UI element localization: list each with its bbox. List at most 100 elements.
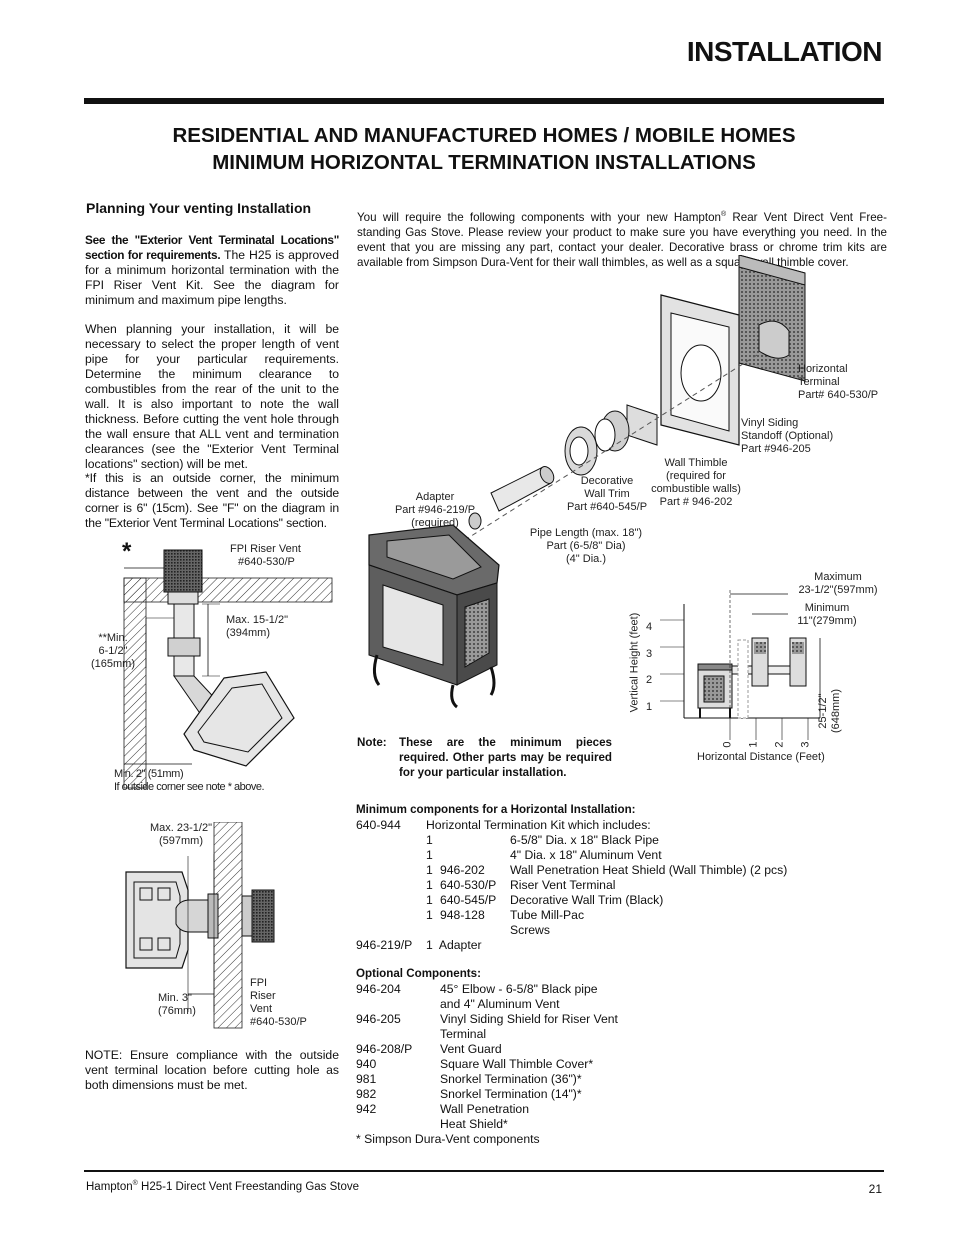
diagram-riser-vent-side	[125, 822, 275, 1029]
optional-item-part	[356, 1027, 440, 1042]
horiz-l1: Horizontal	[798, 363, 848, 375]
kit-item-qty: 1	[426, 878, 433, 892]
kit-item-qty: 1	[426, 908, 433, 922]
optional-heading: Optional Components:	[356, 967, 481, 980]
graph-ytick-3: 3	[646, 647, 653, 660]
diagram1-riser-l1: FPI Riser Vent	[230, 543, 301, 555]
note-label: Note:	[357, 736, 387, 749]
adapter-l2: Part #946-219/P	[394, 504, 476, 516]
optional-item-part: 940	[356, 1057, 377, 1071]
kit-item-desc: Decorative Wall Trim (Black)	[510, 893, 664, 907]
graph-max-l2: 23-1/2"(597mm)	[798, 584, 878, 596]
diagram1-outside-label: If outside corner see note * above.	[114, 781, 265, 793]
kit-item-part: 946-202	[440, 863, 485, 877]
diagram2-fpi-label: FPI Riser Vent #640-530/P	[250, 977, 307, 1029]
graph-xtick-2: 2	[773, 741, 786, 748]
graph-ytick-4: 4	[646, 621, 653, 633]
diagram2-fpi-l4: #640-530/P	[250, 1016, 307, 1028]
pipe-l3: (4" Dia.)	[566, 553, 606, 565]
intro-part-b: Rear Vent Direct Vent Free-standing Gas …	[357, 210, 887, 269]
diagram1-min2-label: Min. 2" (51mm)	[114, 768, 184, 780]
graph-min-l1: Minimum	[804, 602, 850, 614]
kit-item-desc: Wall Penetration Heat Shield (Wall Thimb…	[510, 863, 788, 877]
optional-item-row: Heat Shield*	[356, 1117, 700, 1132]
left-p1-bold: See the "Exterior Vent Terminatal Locati…	[85, 233, 339, 262]
optional-item-part: 946-208/P	[356, 1042, 413, 1056]
optional-item-desc: 45° Elbow - 6-5/8" Black pipe	[440, 982, 598, 996]
kit-item-qty	[426, 923, 440, 938]
diagram1-min-l1: **Min.	[98, 632, 128, 644]
exploded-vent-illustration	[368, 255, 806, 709]
thimble-l4: Part # 946-202	[659, 496, 733, 508]
diagram2-min-l1: Min. 3"	[158, 992, 192, 1004]
optional-item-row: and 4" Aluminum Vent	[356, 997, 700, 1012]
thimble-l1: Wall Thimble	[664, 457, 728, 469]
kit-item-desc: 6-5/8" Dia. x 18" Black Pipe	[510, 833, 659, 847]
diagram2-max-label: Max. 23-1/2" (597mm)	[142, 822, 220, 848]
kit-item-part	[440, 848, 510, 863]
adapter-l1: Adapter	[415, 491, 455, 503]
adapter-desc: 1 Adapter	[426, 938, 482, 952]
diagram1-riser-label: FPI Riser Vent #640-530/P	[230, 543, 301, 569]
graph-xtick-0: 0	[721, 741, 734, 748]
graph-y-label: Vertical Height (feet)	[628, 612, 641, 713]
adapter-part: 946-219/P	[356, 938, 413, 952]
diagram2-min-label: Min. 3" (76mm)	[158, 992, 196, 1018]
page-header-title: INSTALLATION	[686, 36, 883, 67]
intro-part-a: You will require the following component…	[357, 210, 721, 224]
optional-item-desc: Snorkel Termination (36")*	[440, 1072, 582, 1086]
horiz-l2: Terminal	[798, 376, 840, 388]
optional-item-desc: and 4" Aluminum Vent	[440, 997, 560, 1011]
kit-item-part: 948-128	[440, 908, 485, 922]
optional-item-row: Terminal	[356, 1027, 700, 1042]
optional-item-part	[356, 997, 440, 1012]
left-paragraph-3: *If this is an outside corner, the minim…	[85, 471, 339, 530]
pipe-l2: Part (6-5/8" Dia)	[546, 540, 626, 552]
vinyl-l1: Vinyl Siding	[741, 417, 799, 429]
left-paragraph-1: See the "Exterior Vent Terminatal Locati…	[85, 233, 339, 308]
graph-min-l2: 11"(279mm)	[797, 615, 857, 627]
optional-item-desc: Square Wall Thimble Cover*	[440, 1057, 594, 1071]
label-wall-thimble: Wall Thimble (required for combustible w…	[644, 457, 748, 509]
graph-max-l1: Maximum	[814, 571, 862, 583]
diagram1-min-l2: 6-1/2"	[98, 645, 128, 657]
footer-product-a: Hampton	[86, 1180, 133, 1193]
kit-item-part	[440, 833, 510, 848]
pipe-l1: Pipe Length (max. 18")	[529, 527, 643, 539]
diagram1-min-label: **Min. 6-1/2" (165mm)	[88, 632, 138, 671]
optional-item-part: 942	[356, 1102, 377, 1116]
header-rule	[84, 98, 884, 104]
optional-item-desc: Wall Penetration	[440, 1102, 529, 1116]
kit-item-part: 640-545/P	[440, 893, 497, 907]
trim-l1: Decorative	[580, 475, 634, 487]
thimble-l2: (required for	[666, 470, 726, 482]
graph-dim-label: 25-1/2" (648mm)	[817, 671, 843, 751]
label-adapter: Adapter Part #946-219/P (required)	[384, 491, 486, 530]
section-title: RESIDENTIAL AND MANUFACTURED HOMES / MOB…	[84, 122, 884, 176]
kit-item-part	[440, 923, 510, 938]
kit-desc: Horizontal Termination Kit which include…	[426, 818, 651, 832]
kit-item-desc: 4" Dia. x 18" Aluminum Vent	[510, 848, 662, 862]
optional-item-part: 946-205	[356, 1012, 401, 1026]
diagram-riser-vent-top	[123, 549, 333, 789]
graph-maximum-label: Maximum 23-1/2"(597mm)	[792, 571, 884, 597]
kit-item-desc: Screws	[510, 923, 550, 937]
diagram1-max-l2: (394mm)	[226, 627, 271, 639]
note-text: These are the minimum pieces required. O…	[399, 736, 612, 779]
adapter-l3: (required)	[411, 517, 459, 529]
components-heading: Minimum components for a Horizontal Inst…	[356, 803, 636, 816]
label-horizontal-terminal: Horizontal Terminal Part# 640-530/P	[798, 363, 878, 402]
diagram1-max-l1: Max. 15-1/2"	[226, 614, 288, 626]
graph-dim-l2: (648mm)	[830, 689, 842, 734]
optional-footnote: * Simpson Dura-Vent components	[356, 1132, 540, 1146]
